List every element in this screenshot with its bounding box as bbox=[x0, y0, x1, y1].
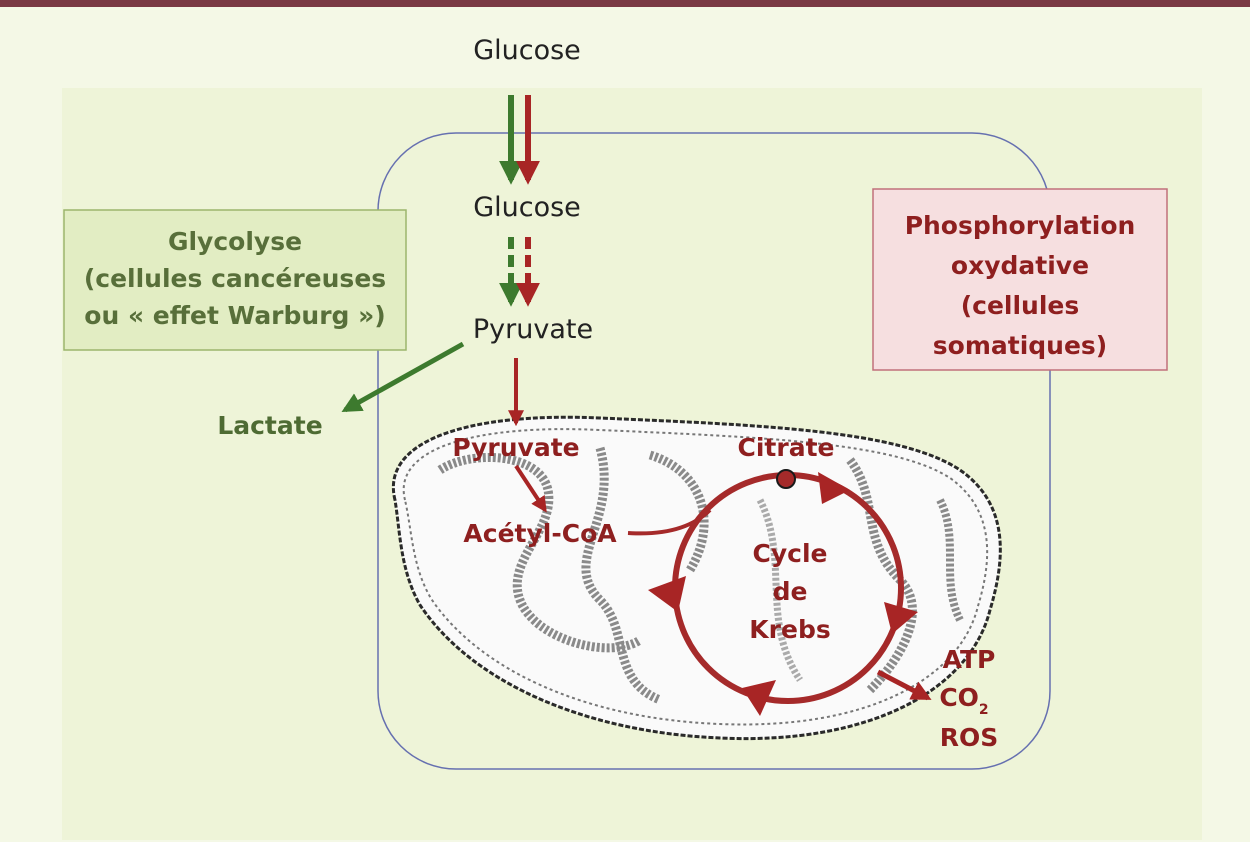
glycolysis-box-line1: Glycolyse bbox=[168, 227, 302, 256]
oxphos-box-line3: (cellules bbox=[961, 291, 1080, 320]
cell-membrane bbox=[377, 132, 1051, 770]
top-accent-bar bbox=[0, 0, 1250, 7]
citrate-node bbox=[776, 469, 796, 489]
co2-label: CO2 bbox=[939, 683, 988, 718]
co2-subscript: 2 bbox=[979, 702, 989, 718]
atp-label: ATP bbox=[943, 645, 996, 674]
co2-main: CO bbox=[939, 683, 979, 712]
oxphos-box-line2: oxydative bbox=[951, 251, 1089, 280]
glucose-inside-label: Glucose bbox=[473, 192, 581, 223]
glycolysis-box-line3: ou « effet Warburg ») bbox=[84, 301, 385, 330]
oxphos-box-line4: somatiques) bbox=[933, 331, 1107, 360]
krebs-arrowhead-top bbox=[818, 472, 850, 504]
cycle-output-arrow bbox=[876, 669, 932, 701]
krebs-label-line3: Krebs bbox=[749, 615, 830, 644]
pyruvate-to-lactate-arrow bbox=[341, 341, 465, 413]
glycolysis-box-line2: (cellules cancéreuses bbox=[84, 264, 386, 293]
glycolysis-box bbox=[63, 209, 407, 351]
lactate-label: Lactate bbox=[217, 411, 322, 440]
oxphos-box bbox=[872, 188, 1168, 371]
pyruvate-to-acetylcoa-arrow bbox=[514, 464, 547, 513]
acetyl-coa-label: Acétyl-CoA bbox=[463, 519, 617, 548]
pyruvate-mito-label: Pyruvate bbox=[452, 433, 579, 462]
krebs-label-line1: Cycle bbox=[753, 539, 828, 568]
krebs-arrowhead-right bbox=[884, 602, 918, 634]
krebs-arrowhead-bottom bbox=[742, 680, 776, 716]
pyruvate-cytosol-label: Pyruvate bbox=[473, 314, 593, 345]
citrate-label: Citrate bbox=[738, 433, 835, 462]
ros-label: ROS bbox=[940, 723, 999, 752]
krebs-arrowhead-left bbox=[648, 576, 686, 612]
glucose-outside-label: Glucose bbox=[473, 35, 581, 66]
krebs-label-line2: de bbox=[773, 577, 808, 606]
oxphos-box-line1: Phosphorylation bbox=[905, 211, 1136, 240]
